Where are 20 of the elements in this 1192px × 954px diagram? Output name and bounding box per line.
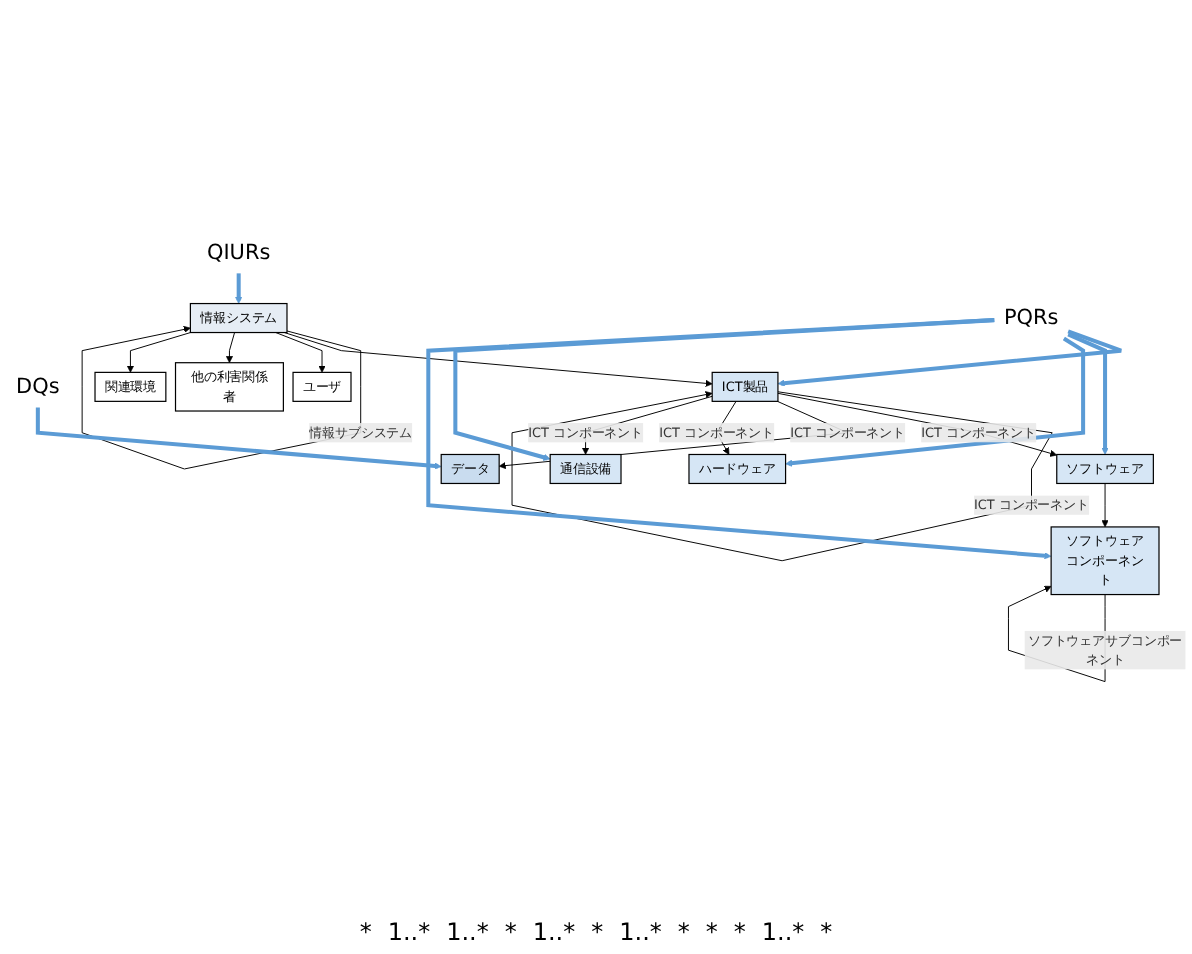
node-text: PQRs bbox=[1003, 305, 1059, 330]
arrow bbox=[777, 329, 1124, 387]
multiplicity-label: * bbox=[359, 918, 372, 946]
multiplicity-label: * bbox=[677, 918, 690, 946]
arrow bbox=[235, 273, 243, 304]
node-text: QIURs bbox=[206, 240, 271, 265]
multiplicity-label: 1..* bbox=[387, 918, 431, 946]
multiplicity-label: 1..* bbox=[446, 918, 489, 946]
multiplicity-label: * bbox=[705, 918, 718, 946]
arrow bbox=[785, 336, 1086, 467]
multiplicity-label: 1..* bbox=[619, 918, 662, 946]
node-text: DQs bbox=[16, 374, 60, 399]
multiplicity-label: 1..* bbox=[532, 918, 576, 946]
multiplicity-label: * bbox=[820, 918, 833, 946]
multiplicity-label: * bbox=[733, 918, 746, 946]
arrow bbox=[35, 407, 442, 470]
multiplicity-label: * bbox=[591, 918, 604, 946]
multiplicity-label: 1..* bbox=[761, 918, 805, 946]
multiplicity-label: * bbox=[504, 918, 517, 946]
arrow bbox=[1067, 332, 1109, 455]
